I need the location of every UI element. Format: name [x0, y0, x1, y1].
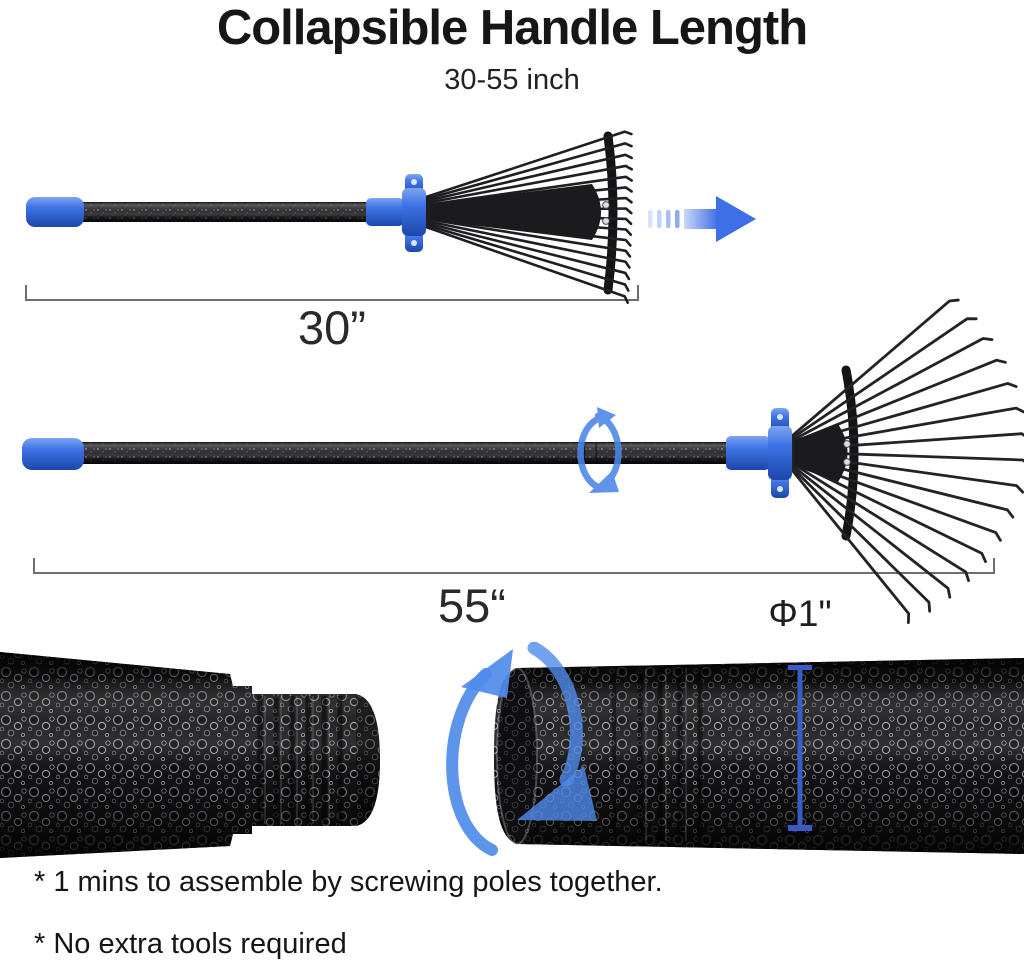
- head-cone: [794, 424, 848, 482]
- measure-bracket-55: [33, 558, 995, 574]
- footnote-no-tools: * No extra tools required: [34, 928, 347, 960]
- pole-closeup-illustration: [0, 642, 1024, 858]
- collapsed-length-label: 30”: [298, 301, 366, 354]
- thread-ribs: [257, 696, 343, 824]
- length-range-subtitle: 30-55 inch: [444, 64, 580, 96]
- folded-head-cone: [430, 184, 601, 240]
- tines: [424, 130, 634, 304]
- tines: [790, 298, 1024, 625]
- thread-ribs: [612, 668, 703, 841]
- rivet: [602, 217, 610, 225]
- diameter-label: Φ1": [768, 593, 832, 634]
- rivet: [602, 201, 610, 209]
- extended-length-label: 55“: [438, 579, 506, 632]
- pole: [78, 442, 778, 464]
- measure-bracket-30: [25, 285, 639, 301]
- left-pole-photo: [0, 652, 380, 858]
- collapsed-rake: [26, 130, 756, 304]
- screw-rotation-arrow-icon: [446, 642, 597, 856]
- footnote-assemble: * 1 mins to assemble by screwing poles t…: [34, 866, 663, 898]
- diameter-measure-line-icon: [788, 665, 812, 831]
- page-title: Collapsible Handle Length: [216, 1, 808, 55]
- handle-grip: [26, 197, 84, 227]
- extend-arrow-icon: [648, 196, 756, 242]
- pole-opening: [497, 668, 537, 844]
- rivet: [843, 458, 851, 466]
- rake-head-bar: [603, 131, 618, 295]
- sliding-collar: [726, 436, 770, 470]
- pole: [74, 202, 434, 222]
- right-pole-photo: [494, 658, 1024, 854]
- head-bracket: [768, 408, 792, 498]
- handle-grip: [22, 438, 84, 470]
- rivet: [843, 440, 851, 448]
- pole-joint-seam: [583, 442, 586, 464]
- rake-head-bar: [841, 365, 859, 541]
- head-bracket: [402, 174, 426, 252]
- sliding-collar: [366, 198, 404, 226]
- extended-rake: [22, 298, 1024, 625]
- rotate-arrow-icon: [577, 407, 622, 493]
- collapsed-rake-illustration: [26, 130, 756, 304]
